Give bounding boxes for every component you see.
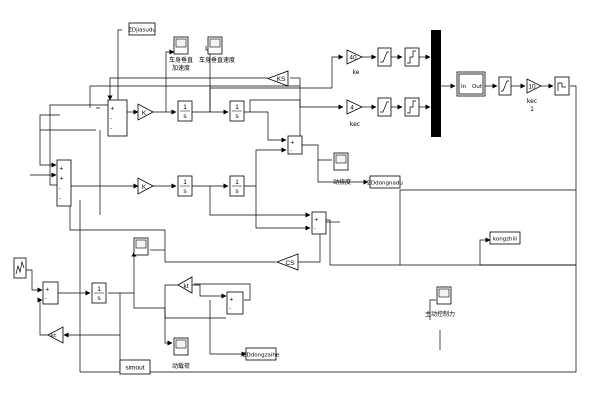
gain-k-top[interactable]: K (137, 103, 154, 121)
saturation-bottom[interactable] (377, 97, 392, 117)
svg-text:ZDdongnadu: ZDdongnadu (367, 181, 403, 187)
svg-text:1: 1 (97, 286, 101, 293)
sum-middle[interactable]: + + - - (56, 159, 72, 207)
gain-ks[interactable]: KS (266, 70, 289, 87)
svg-text:In: In (461, 84, 467, 90)
svg-text:主动控制力: 主动控制力 (425, 310, 455, 318)
svg-text:KS: KS (277, 76, 286, 83)
svg-text:1: 1 (235, 104, 239, 111)
saturation-top[interactable] (377, 47, 392, 67)
to-workspace-zddongzaihe[interactable]: ZDdongzaihe (243, 347, 280, 361)
saturation-output[interactable] (498, 76, 512, 96)
svg-text:ke: ke (353, 69, 360, 76)
to-workspace-zddongnadu[interactable]: ZDdongnadu (367, 175, 403, 189)
svg-text:ZDjiasudu: ZDjiasudu (128, 28, 156, 34)
signal-lines (25, 29, 577, 373)
scope-control-force[interactable]: 主动控制力 (425, 286, 455, 318)
svg-text:动载荷: 动载荷 (172, 362, 190, 370)
integrator-top-2[interactable]: 1 s (229, 100, 245, 122)
svg-text:加速度: 加速度 (172, 64, 190, 72)
svg-text:-: - (229, 306, 231, 312)
road-input-source[interactable] (13, 257, 27, 279)
svg-text:+: + (110, 106, 115, 112)
svg-text:+: + (314, 217, 319, 223)
svg-text:-: - (45, 296, 47, 302)
svg-text:1: 1 (530, 106, 534, 113)
svg-text:1: 1 (183, 179, 187, 186)
gain-k-middle[interactable]: K (137, 177, 154, 195)
svg-text:-: - (110, 116, 112, 122)
integrator-top-1[interactable]: 1 s (177, 100, 193, 122)
svg-text:-: - (290, 148, 292, 154)
svg-text:1: 1 (235, 179, 239, 186)
svg-text:ZDdongzaihe: ZDdongzaihe (243, 353, 280, 359)
svg-text:kt: kt (51, 333, 57, 339)
svg-text:s: s (183, 188, 187, 195)
sum-deflection[interactable]: + - (287, 135, 303, 155)
gain-kt[interactable]: kt (177, 276, 193, 294)
integrator-middle-1[interactable]: 1 s (177, 175, 193, 197)
integrator-middle-2[interactable]: 1 s (229, 175, 245, 197)
svg-text:1: 1 (183, 104, 187, 111)
svg-text:+: + (229, 297, 234, 303)
svg-text:+: + (59, 176, 64, 182)
svg-text:4: 4 (350, 105, 354, 112)
svg-text:kec: kec (527, 98, 537, 105)
sum-lower-right[interactable]: + - (226, 291, 244, 315)
to-workspace-kongzhili[interactable]: kongzhili (489, 231, 521, 245)
svg-text:-: - (59, 196, 61, 202)
integrator-lower[interactable]: 1 s (91, 282, 107, 304)
sum-lower-left[interactable]: + - (42, 281, 59, 305)
scope-deflection[interactable]: 动挠度 (333, 152, 351, 186)
fuzzy-logic-controller[interactable]: In Out (456, 71, 486, 97)
gain-ke[interactable]: 40 ke (346, 49, 363, 76)
scope-vertical-acceleration[interactable]: 车身垂直 加速度 (169, 36, 193, 72)
svg-text:10: 10 (528, 84, 536, 91)
to-workspace-zdjiasudu[interactable]: ZDjiasudu (128, 22, 156, 36)
gain-kt-bottom[interactable]: kt (47, 326, 64, 344)
zero-order-hold-output[interactable] (554, 76, 570, 96)
svg-text:-: - (59, 186, 61, 192)
svg-text:K: K (142, 110, 147, 117)
svg-text:+: + (45, 287, 50, 293)
svg-text:车身垂直速度: 车身垂直速度 (199, 56, 235, 64)
svg-text:动挠度: 动挠度 (333, 178, 351, 186)
gain-output[interactable]: 10 kec 1 (526, 78, 542, 113)
scope-dynamic-load[interactable]: 动载荷 (172, 337, 190, 370)
quantizer-bottom[interactable] (404, 97, 420, 117)
gain-kec[interactable]: 4 kec (346, 99, 363, 128)
gain-cs[interactable]: CS (275, 253, 299, 271)
svg-text:kt: kt (183, 283, 188, 290)
svg-text:s: s (235, 113, 239, 120)
sum-damping[interactable]: + - (311, 211, 327, 235)
svg-text:s: s (183, 113, 187, 120)
scope-vertical-velocity[interactable]: 车身垂直速度 (199, 36, 235, 64)
quantizer-top[interactable] (404, 47, 420, 67)
svg-text:车身垂直: 车身垂直 (169, 56, 193, 64)
svg-text:K: K (142, 184, 147, 191)
mux-bar[interactable] (431, 30, 441, 137)
svg-text:40: 40 (349, 55, 357, 62)
to-workspace-simout[interactable]: simout (119, 359, 151, 375)
svg-text:-: - (314, 226, 316, 232)
svg-text:+: + (290, 140, 295, 146)
svg-text:simout: simout (125, 365, 144, 372)
svg-text:+: + (59, 166, 64, 172)
svg-text:CS: CS (285, 260, 295, 267)
svg-text:kec: kec (350, 121, 360, 128)
svg-text:kongzhili: kongzhili (493, 237, 518, 243)
sum-top[interactable]: + - - (107, 99, 128, 137)
scope-lower-left[interactable] (133, 237, 149, 256)
svg-text:s: s (97, 295, 101, 302)
svg-text:-: - (110, 126, 112, 132)
svg-text:s: s (235, 188, 239, 195)
svg-text:Out: Out (472, 84, 483, 90)
